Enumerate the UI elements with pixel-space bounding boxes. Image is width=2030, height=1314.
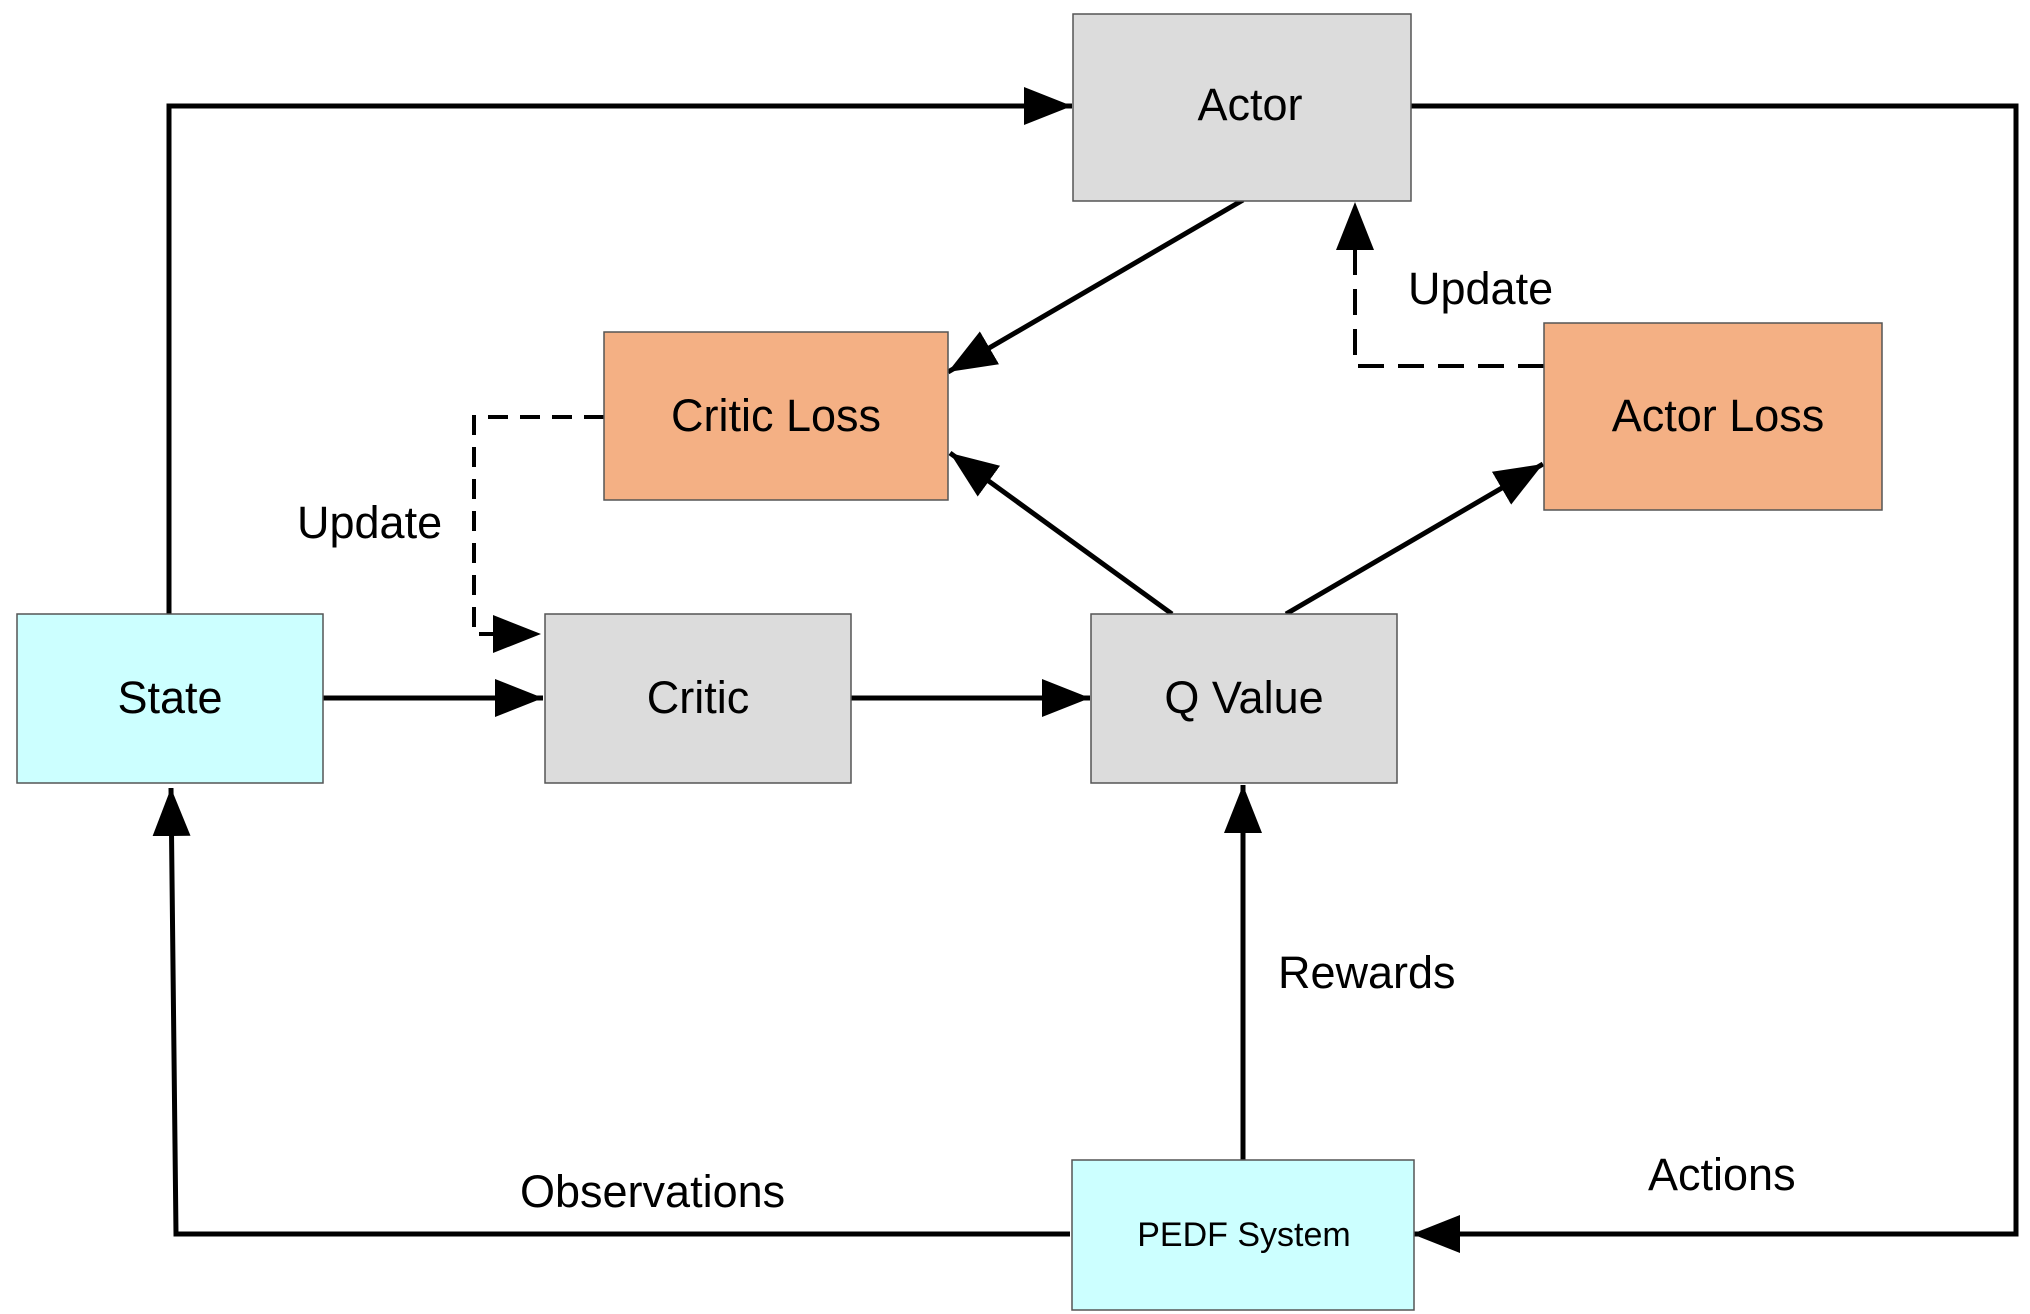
node-critic-loss-label: Critic Loss: [671, 390, 881, 441]
node-actor-label: Actor: [1197, 79, 1302, 130]
node-pedf-system: PEDF System: [1071, 1159, 1415, 1311]
node-pedf-system-label: PEDF System: [1137, 1216, 1350, 1254]
node-actor: Actor: [1072, 13, 1412, 202]
edge-pedf-to-state-observations: [152, 787, 1070, 1237]
node-critic-label: Critic: [647, 672, 749, 723]
edge-state-to-actor: [166, 87, 1072, 614]
label-rewards: Rewards: [1278, 947, 1456, 998]
label-update-critic: Update: [297, 497, 442, 548]
node-actor-loss: Actor Loss: [1543, 322, 1883, 511]
node-q-value: Q Value: [1090, 613, 1398, 784]
edge-qvalue-to-actor-loss: [1284, 461, 1545, 617]
label-observations: Observations: [520, 1166, 785, 1217]
node-actor-loss-label: Actor Loss: [1612, 390, 1825, 441]
edge-actor-to-pedf-actions: [1410, 103, 2019, 1253]
node-q-value-label: Q Value: [1164, 672, 1323, 723]
edge-critic-loss-to-critic-update: [472, 415, 604, 653]
edge-actor-to-critic-loss: [946, 197, 1245, 375]
edge-qvalue-to-critic-loss: [948, 450, 1174, 617]
node-critic: Critic: [544, 613, 852, 784]
node-state: State: [16, 613, 324, 784]
label-update-actor: Update: [1408, 263, 1553, 314]
edge-actor-loss-to-actor-update: [1336, 202, 1544, 368]
node-state-label: State: [117, 672, 222, 723]
label-actions: Actions: [1648, 1149, 1796, 1200]
node-critic-loss: Critic Loss: [603, 331, 949, 501]
